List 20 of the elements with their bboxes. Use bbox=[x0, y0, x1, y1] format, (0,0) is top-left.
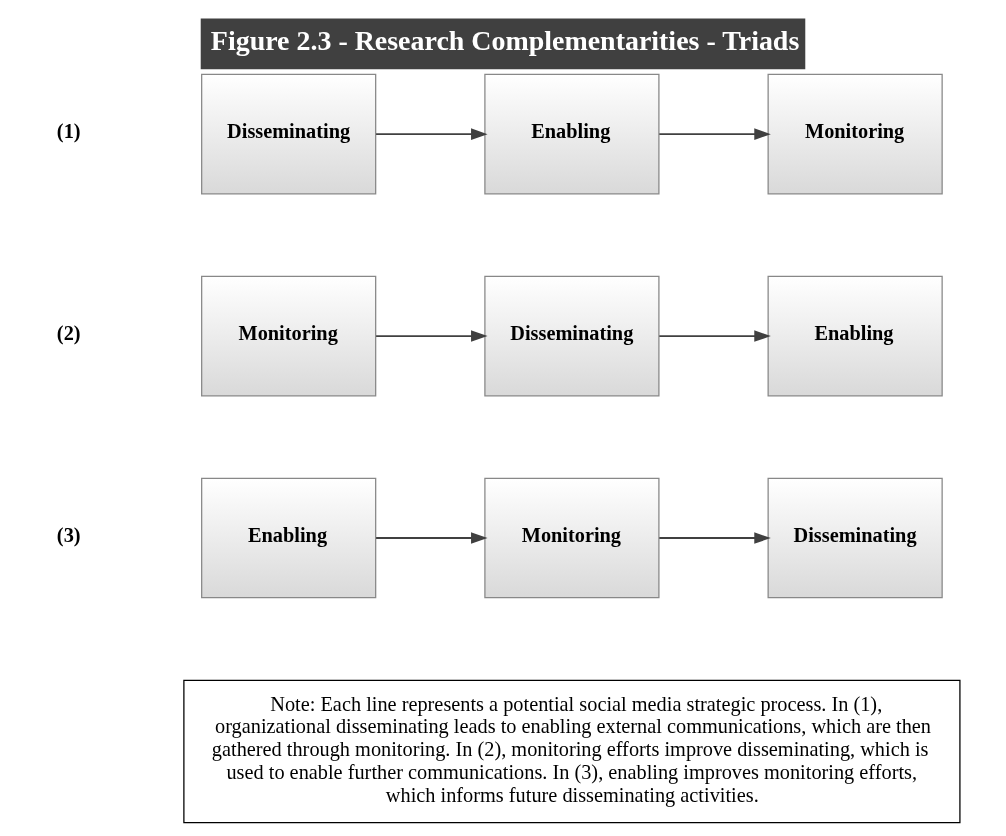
node-box: Monitoring bbox=[484, 477, 660, 599]
node-box: Disseminating bbox=[201, 73, 377, 195]
arrow bbox=[375, 128, 488, 140]
diagram-title: Figure 2.3 - Research Complementarities - Triads bbox=[210, 24, 800, 56]
node-box: Enabling bbox=[767, 275, 943, 397]
arrow bbox=[658, 532, 771, 544]
label: (1) bbox=[56, 119, 81, 142]
node-box: Enabling bbox=[484, 73, 660, 195]
label: (2) bbox=[56, 321, 81, 344]
node-box: Monitoring bbox=[767, 73, 943, 195]
node-box: Enabling bbox=[201, 477, 377, 599]
arrow bbox=[375, 330, 488, 342]
node-box: Monitoring bbox=[201, 275, 377, 397]
node-box: Disseminating bbox=[767, 477, 943, 599]
label: (3) bbox=[56, 523, 81, 546]
arrow bbox=[658, 330, 771, 342]
node-box: Disseminating bbox=[484, 275, 660, 397]
arrow bbox=[375, 532, 488, 544]
arrow bbox=[658, 128, 771, 140]
caption: Note: Each line represents a potential social media strategic process. In (1), organizational disseminating leads to enabling external communications, which are then gathered through monitoring. In (2), monitoring efforts improve disseminating, which is used to enable further communications. In (3), enabling improves monitoring efforts, which informs future disseminating activities. bbox=[211, 692, 931, 806]
